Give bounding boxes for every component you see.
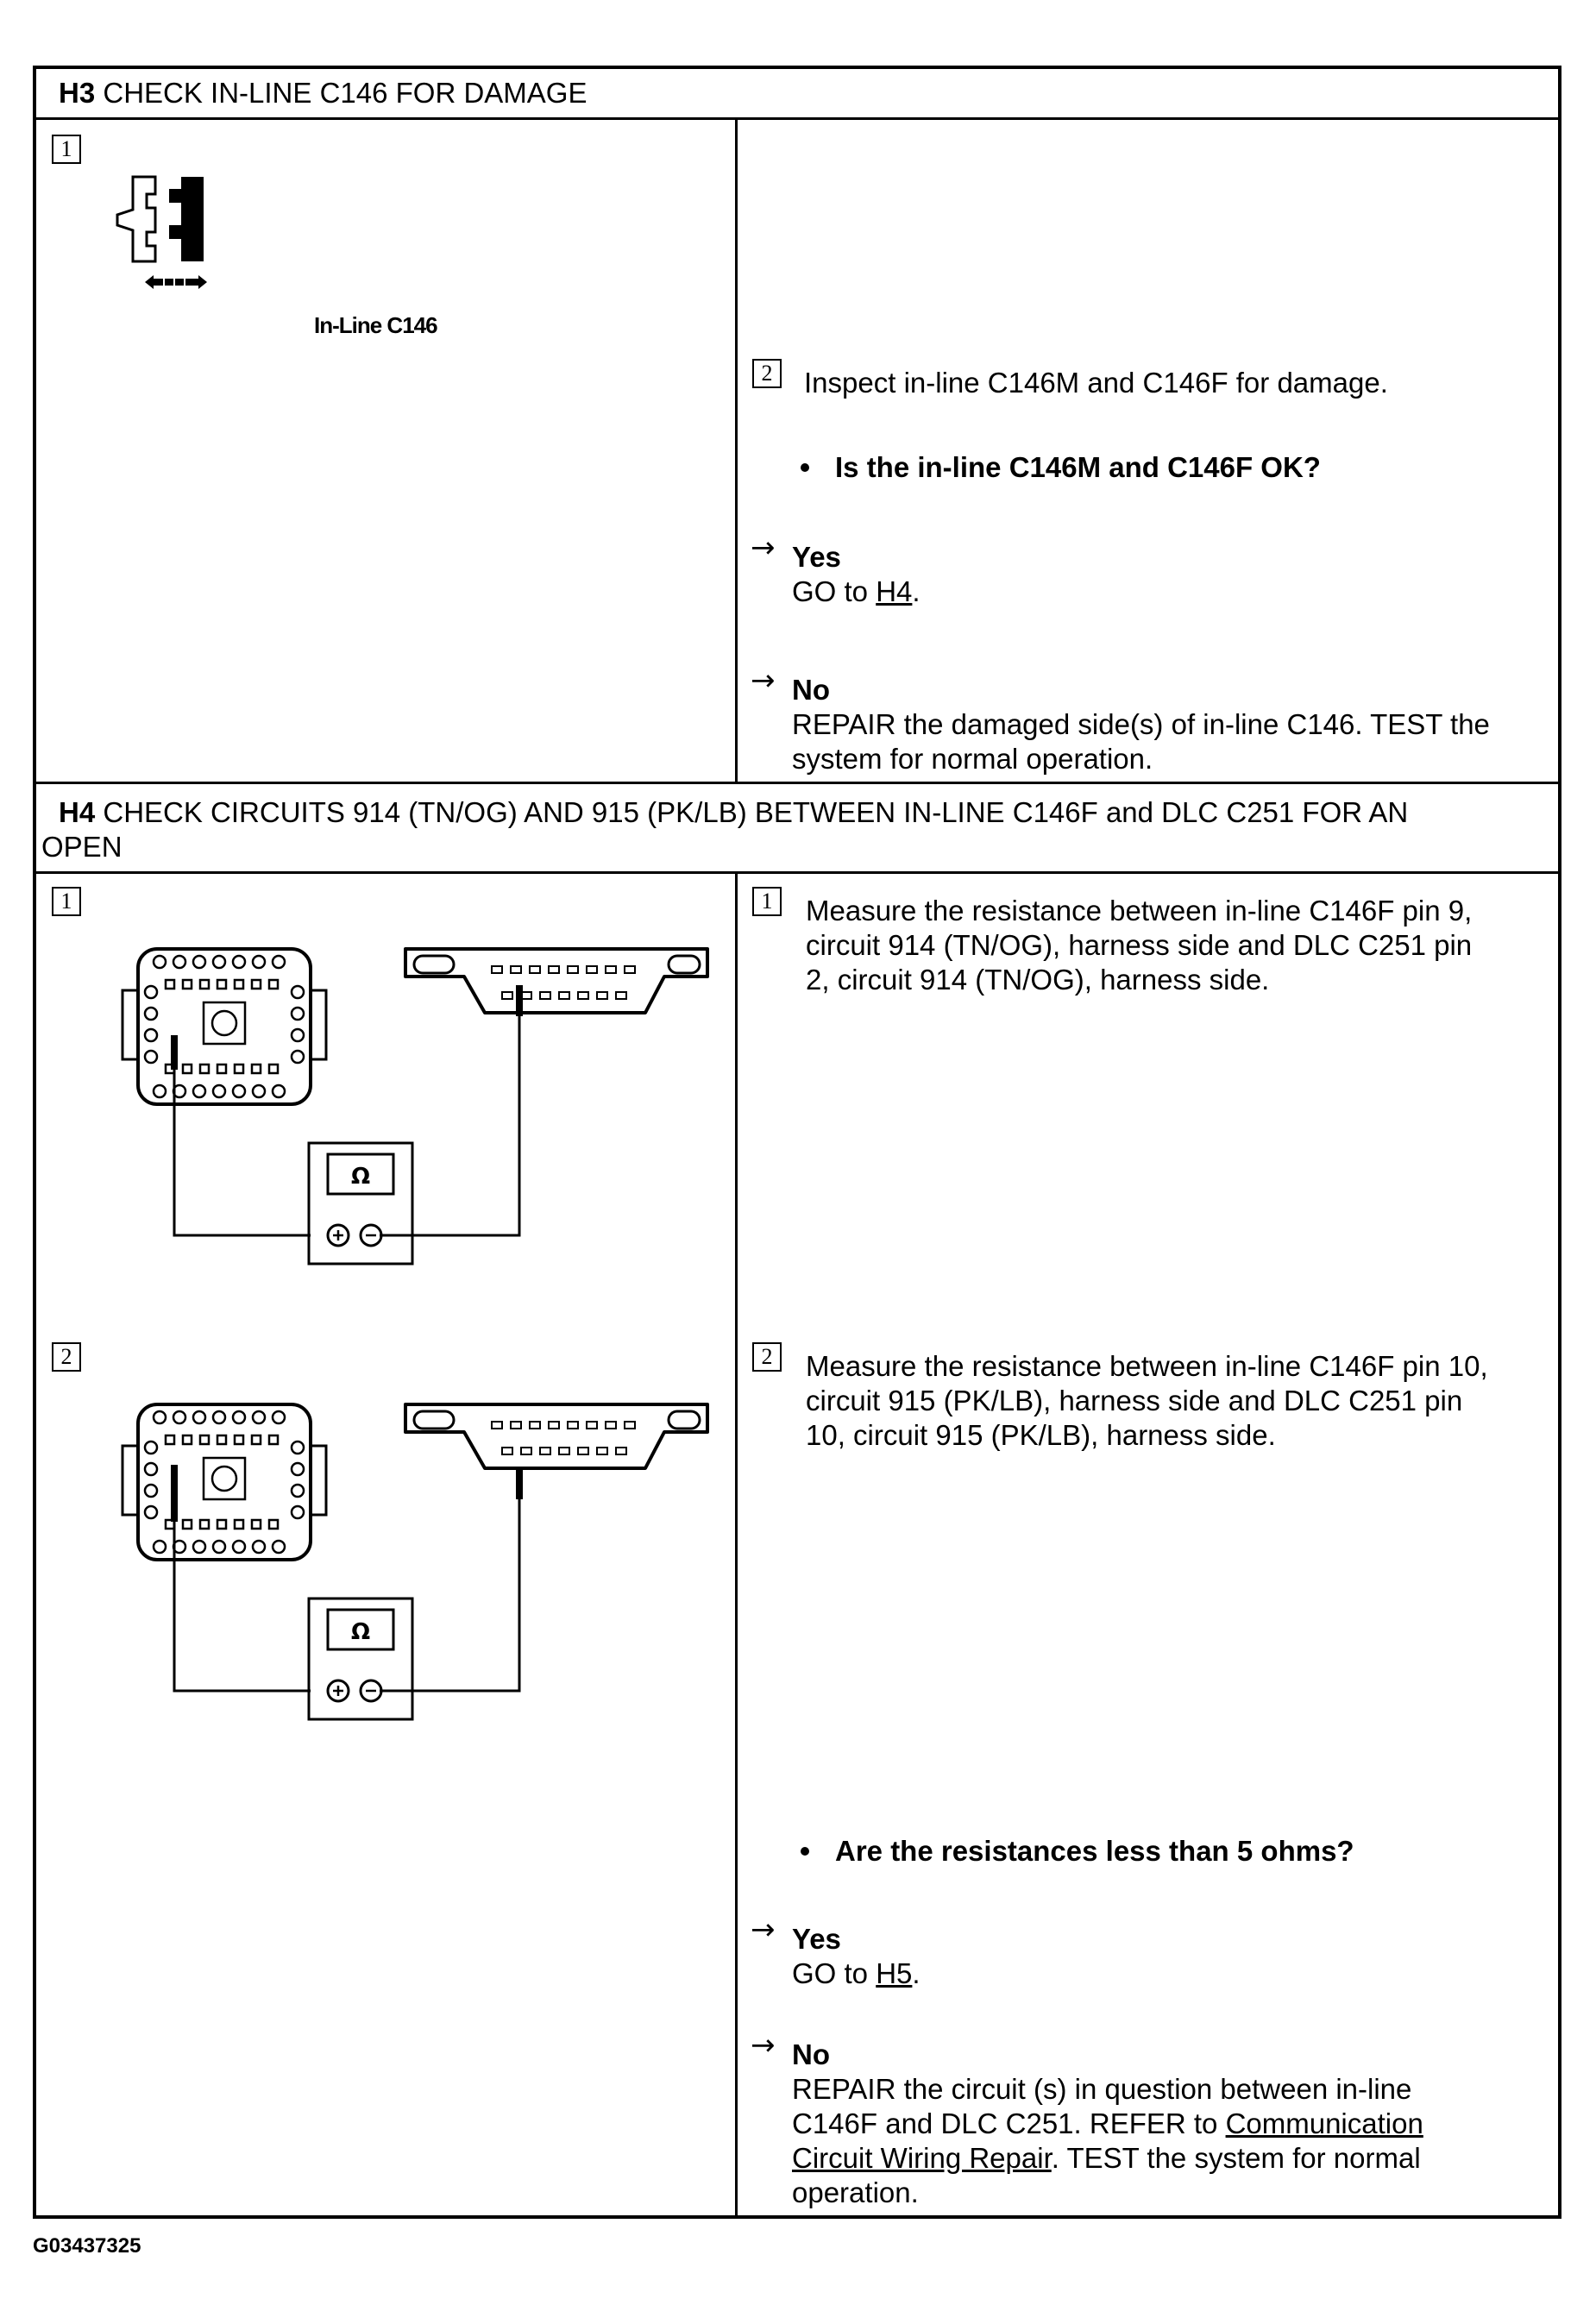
step-number-box: 2: [752, 1342, 782, 1372]
no-label: No: [792, 674, 830, 706]
step-id: H4: [59, 796, 96, 828]
instruction-line: circuit 915 (PK/LB), harness side and DL…: [806, 1385, 1463, 1416]
h4-header: H4 CHECK CIRCUITS 914 (TN/OG) AND 915 (P…: [41, 795, 1408, 864]
arrow-right-icon: →: [751, 2028, 776, 2063]
step-number-box: 2: [52, 1342, 81, 1372]
instruction-line: Measure the resistance between in-line C…: [806, 895, 1473, 926]
yes-action-prefix: GO to: [792, 575, 869, 607]
yes-label: Yes: [792, 1923, 841, 1955]
yes-action-prefix: GO to: [792, 1957, 869, 1989]
bullet: [801, 1847, 809, 1856]
yes-label: Yes: [792, 541, 841, 573]
question-text: Is the in-line C146M and C146F OK?: [835, 451, 1321, 483]
step-number-box: 1: [52, 887, 81, 916]
step-number-box: 2: [752, 359, 782, 388]
no-label: No: [792, 2038, 830, 2070]
resistance-measurement-diagram-2: Ω: [121, 1403, 709, 1721]
divider: [33, 117, 1561, 120]
no-action-line: system for normal operation.: [792, 743, 1153, 775]
column-divider: [735, 119, 738, 783]
go-to-h5-link[interactable]: H5: [876, 1957, 913, 1989]
figure-id: G03437325: [33, 2234, 141, 2258]
procedure-table: [33, 66, 1561, 2219]
resistance-measurement-diagram-1: Ω: [121, 947, 709, 1266]
question-text: Are the resistances less than 5 ohms?: [835, 1835, 1354, 1867]
step-number-box: 1: [752, 887, 782, 916]
instruction-line: 10, circuit 915 (PK/LB), harness side.: [806, 1419, 1276, 1451]
step-title-continued: OPEN: [41, 831, 123, 863]
no-action-line: operation.: [792, 2176, 919, 2208]
step-id: H3: [59, 77, 96, 109]
no-action-line: REPAIR the damaged side(s) of in-line C1…: [792, 708, 1490, 740]
step-number-box: 1: [52, 135, 81, 164]
communication-circuit-wiring-repair-link[interactable]: Communication: [1225, 2107, 1423, 2139]
bullet: [801, 463, 809, 472]
no-action-line: C146F and DLC C251. REFER to Communicati…: [792, 2107, 1423, 2139]
step-title: CHECK IN-LINE C146 FOR DAMAGE: [103, 77, 588, 109]
step-title: CHECK CIRCUITS 914 (TN/OG) AND 915 (PK/L…: [103, 796, 1409, 828]
arrow-right-icon: →: [751, 1913, 776, 1947]
ohm-symbol: Ω: [351, 1164, 370, 1190]
ohm-symbol: Ω: [351, 1619, 370, 1645]
instruction-line: 2, circuit 914 (TN/OG), harness side.: [806, 964, 1270, 996]
yes-action: GO to H4.: [792, 575, 921, 607]
go-to-h4-link[interactable]: H4: [876, 575, 913, 607]
yes-action: GO to H5.: [792, 1957, 921, 1989]
no-action-line: REPAIR the circuit (s) in question betwe…: [792, 2073, 1412, 2105]
instruction-line: Measure the resistance between in-line C…: [806, 1350, 1488, 1382]
communication-circuit-wiring-repair-link[interactable]: Circuit Wiring Repair: [792, 2142, 1052, 2174]
instruction-line: circuit 914 (TN/OG), harness side and DL…: [806, 929, 1473, 961]
instruction-text: Inspect in-line C146M and C146F for dama…: [804, 367, 1388, 399]
divider: [33, 782, 1561, 784]
column-divider: [735, 873, 738, 2219]
figure-caption: In-Line C146: [314, 312, 438, 338]
arrow-right-icon: →: [751, 531, 776, 565]
inline-connector-icon: [116, 175, 207, 289]
no-action-line: Circuit Wiring Repair. TEST the system f…: [792, 2142, 1421, 2174]
divider: [33, 871, 1561, 874]
arrow-right-icon: →: [751, 663, 776, 698]
h3-header: H3 CHECK IN-LINE C146 FOR DAMAGE: [59, 76, 587, 110]
